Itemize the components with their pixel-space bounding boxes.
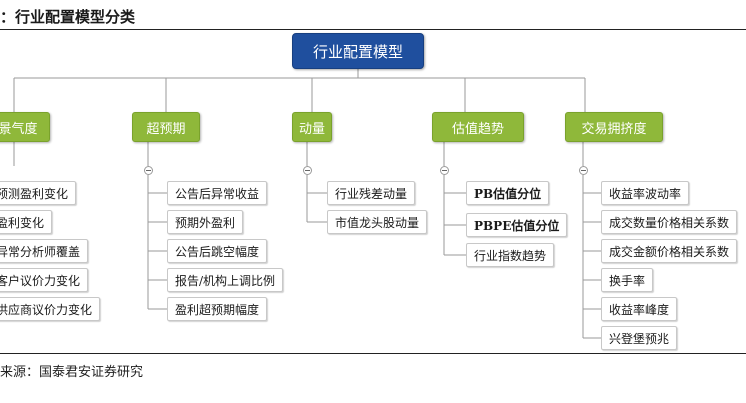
category-jiaoyiyongjidu: 交易拥挤度 <box>565 112 663 142</box>
leaf-node: 兴登堡预兆 <box>601 326 678 350</box>
leaf-node: 盈利超预期幅度 <box>167 297 268 321</box>
category-dongliang: 动量 <box>292 112 332 142</box>
leaf-node: 收益率峰度 <box>601 297 678 321</box>
leaf-node: 行业残差动量 <box>327 181 416 205</box>
leaf-node: 公告后异常收益 <box>167 181 268 205</box>
leaf-node: 公告后跳空幅度 <box>167 239 268 263</box>
leaf-node: 预期外盈利 <box>167 210 244 234</box>
leaf-node: 换手率 <box>601 268 654 292</box>
leaf-node: 预测盈利变化 <box>0 181 77 205</box>
leaf-node: 报告/机构上调比例 <box>167 268 284 292</box>
leaf-node: 异常分析师覆盖 <box>0 239 89 263</box>
category-jingqidu: 景气度 <box>0 112 50 142</box>
leaf-node: 供应商议价力变化 <box>0 297 101 321</box>
category-guzhiqushi: 估值趋势 <box>432 112 524 142</box>
leaf-node: 成交数量价格相关系数 <box>601 210 738 234</box>
leaf-node: PBPE估值分位 <box>466 213 568 237</box>
figure-title: ：行业配置模型分类 <box>0 8 136 26</box>
category-chaoyuqi: 超预期 <box>132 112 200 142</box>
leaf-node: 盈利变化 <box>0 210 53 234</box>
leaf-node: 行业指数趋势 <box>466 243 555 267</box>
source-note: 资料来源：国泰君安证券研究 <box>0 365 144 380</box>
collapse-toggle-jiaoyiyongjidu[interactable] <box>579 166 588 175</box>
leaf-node: 收益率波动率 <box>601 181 690 205</box>
top-rule <box>0 29 746 30</box>
collapse-toggle-guzhiqushi[interactable] <box>440 166 449 175</box>
collapse-toggle-chaoyuqi[interactable] <box>144 166 153 175</box>
leaf-node: PB估值分位 <box>466 181 550 205</box>
collapse-toggle-dongliang[interactable] <box>303 166 312 175</box>
leaf-node: 客户议价力变化 <box>0 268 89 292</box>
leaf-node: 成交金额价格相关系数 <box>601 239 738 263</box>
bottom-rule <box>0 353 746 354</box>
root-node: 行业配置模型 <box>292 33 424 69</box>
leaf-node: 市值龙头股动量 <box>327 210 428 234</box>
